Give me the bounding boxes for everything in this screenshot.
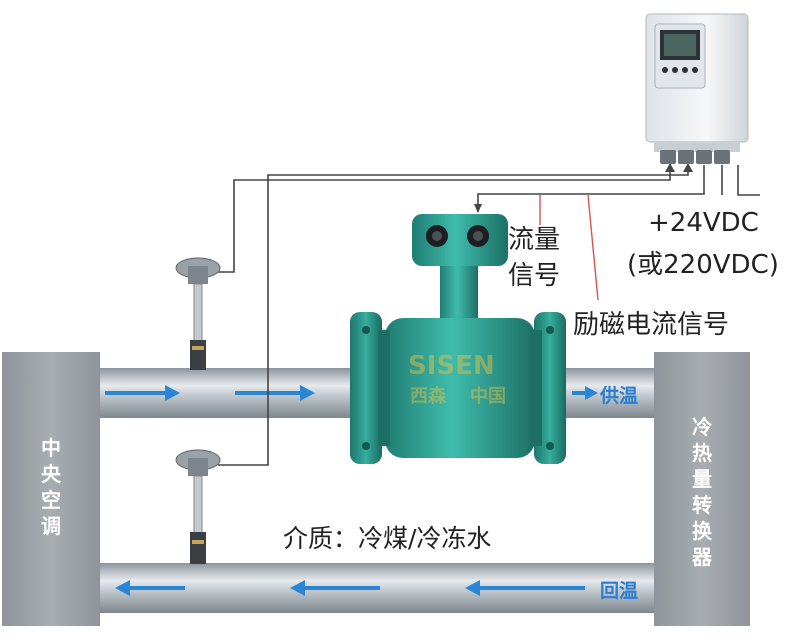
signal-wires	[218, 165, 760, 466]
power-dc-label: +24VDC	[648, 208, 759, 238]
central-ac-label-2: 央	[41, 462, 62, 486]
return-flow-arrows	[115, 580, 585, 596]
power-ac-label: (或220VDC)	[627, 250, 779, 280]
converter-label-1: 冷	[692, 415, 712, 439]
supply-flow-arrows	[105, 385, 598, 401]
supply-temperature-sensor	[175, 257, 221, 370]
svg-text:西森: 西森	[410, 385, 447, 407]
converter-label-3: 量	[692, 467, 712, 491]
electromagnetic-flowmeter	[350, 214, 566, 464]
medium-label: 介质：冷煤/冷冻水	[283, 524, 491, 553]
return-temperature-sensor	[175, 449, 221, 564]
central-ac-label-4: 调	[41, 514, 61, 538]
converter-label-4: 转	[692, 493, 712, 517]
label-leaders	[539, 194, 599, 301]
heat-meter-converter-unit	[654, 352, 750, 626]
svg-text:SISEN: SISEN	[408, 351, 495, 381]
return-temp-label: 回温	[600, 580, 638, 602]
svg-text:中国: 中国	[470, 385, 506, 407]
converter-label-5: 换	[692, 519, 713, 543]
brand-watermark: SISEN 西森 中国	[408, 351, 506, 407]
central-ac-unit	[2, 352, 100, 626]
flow-transmitter	[645, 13, 749, 164]
flow-signal-label-line1: 流量	[508, 225, 560, 255]
converter-label-6: 器	[691, 545, 713, 569]
wire-arrowheads	[474, 163, 693, 213]
central-ac-label-3: 空	[41, 488, 61, 512]
flow-signal-label-line2: 信号	[508, 261, 560, 291]
supply-temp-label: 供温	[599, 384, 638, 407]
converter-label-2: 热	[692, 441, 712, 465]
excitation-signal-label: 励磁电流信号	[573, 310, 729, 340]
central-ac-label-1: 中	[41, 436, 61, 460]
